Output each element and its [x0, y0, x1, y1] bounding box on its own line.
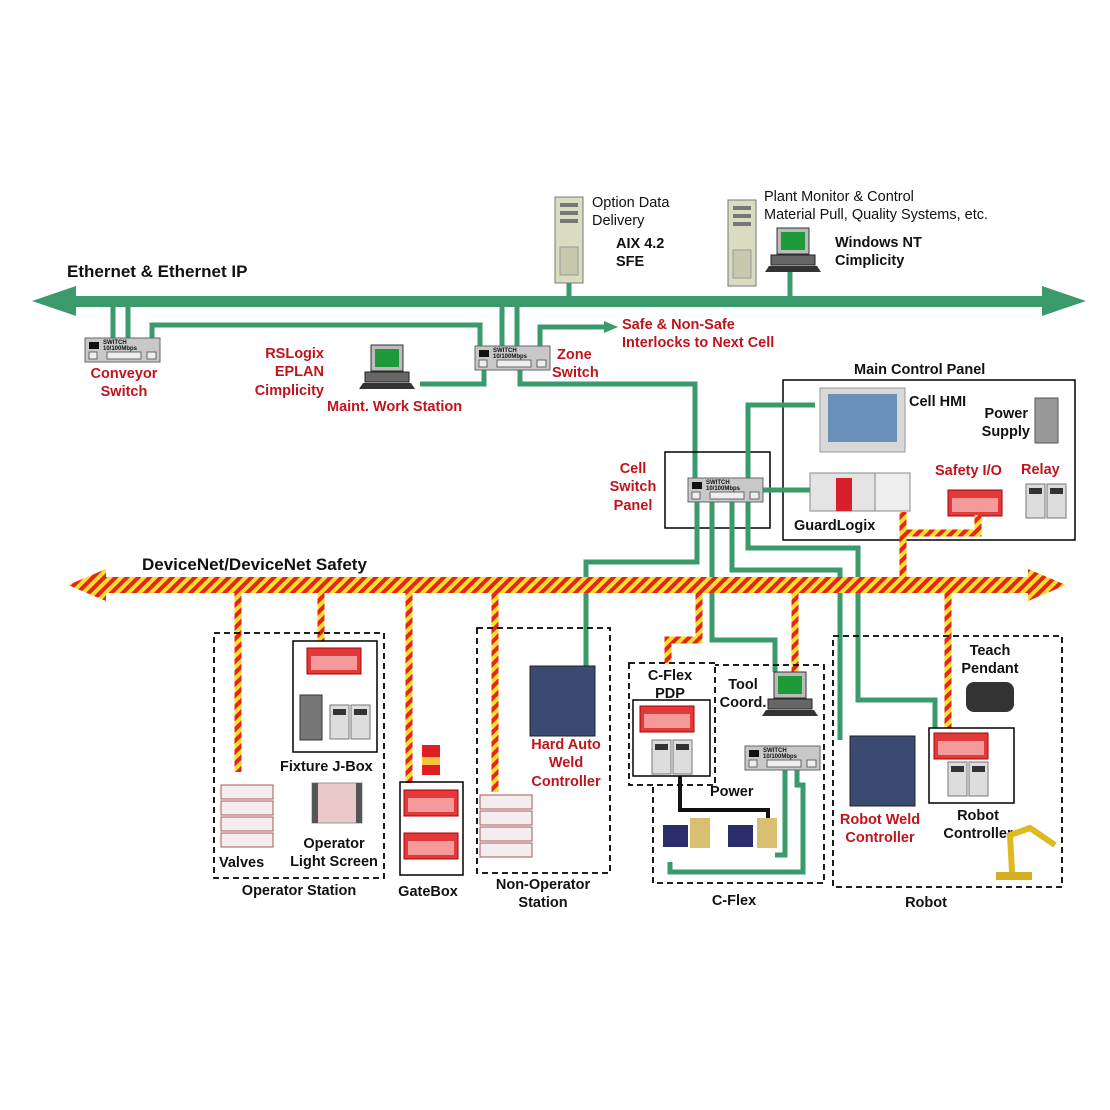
- option-data-line1: Option Data: [592, 195, 670, 211]
- aix-line1: AIX 4.2: [616, 236, 664, 252]
- relay-icon: [1025, 483, 1067, 519]
- windows-line2: Cimplicity: [835, 253, 904, 269]
- light-screen-icon: [311, 782, 363, 824]
- eplan-label: EPLAN: [275, 364, 324, 380]
- main-control-panel: [782, 379, 1076, 541]
- io-module-icon: [947, 489, 1003, 517]
- desktop-computer-icon: [764, 227, 822, 273]
- fixture-jbox: [292, 640, 378, 753]
- non-operator-label-2: Station: [518, 895, 567, 911]
- cell-hmi-label: Cell HMI: [909, 394, 966, 410]
- option-data-line2: Delivery: [592, 213, 645, 229]
- cimplicity-label: Cimplicity: [255, 383, 324, 399]
- zone-label-1: Zone: [557, 347, 592, 363]
- non-operator-station-box: [476, 627, 611, 874]
- valves-label: Valves: [219, 855, 264, 871]
- io-module-icon: [403, 832, 459, 860]
- conveyor-label-1: Conveyor: [91, 366, 158, 382]
- cell-switch-text-2: 10/100Mbps: [706, 486, 741, 492]
- plant-monitor-line2: Material Pull, Quality Systems, etc.: [764, 207, 988, 223]
- ethernet-bus: [32, 286, 1086, 316]
- interlocks-label-2: Interlocks to Next Cell: [622, 335, 774, 351]
- rslogix-label: RSLogix: [265, 346, 324, 362]
- cflex-box: [652, 664, 825, 884]
- ethernet-title: Ethernet & Ethernet IP: [67, 262, 247, 281]
- relay-label: Relay: [1021, 462, 1060, 478]
- conveyor-switch-text-2: 10/100Mbps: [103, 346, 138, 352]
- cell-switch-label-3: Panel: [614, 498, 653, 514]
- plant-monitor-line1: Plant Monitor & Control: [764, 189, 914, 205]
- teach-pendant-icon: [966, 682, 1014, 712]
- weld-cabinet-icon: [529, 665, 596, 737]
- conveyor-switch-text-1: SWITCH: [103, 340, 127, 346]
- server-tower-icon: [727, 199, 757, 287]
- io-module-icon: [306, 647, 362, 675]
- weld-cabinet-icon: [849, 735, 916, 807]
- operator-station-label: Operator Station: [242, 883, 356, 899]
- teach-label-2: Pendant: [961, 661, 1018, 677]
- power-supply-label-1: Power: [984, 406, 1028, 422]
- zone-label-2: Switch: [552, 365, 599, 381]
- cell-switch-label-1: Cell: [620, 461, 647, 477]
- cflex-switch-text-2: 10/100Mbps: [763, 754, 798, 760]
- robot-weld-label-2: Controller: [845, 830, 915, 846]
- tool-coord-computer-icon: [761, 671, 819, 717]
- power-supply-icon: [299, 694, 323, 741]
- hard-auto-label-2: Weld: [549, 755, 583, 771]
- aix-line2: SFE: [616, 254, 645, 270]
- maint-station-label: Maint. Work Station: [327, 399, 462, 415]
- robot-arm-icon: [996, 824, 1057, 880]
- interlocks-label-1: Safe & Non-Safe: [622, 317, 735, 333]
- robot-label: Robot: [905, 895, 947, 911]
- valve-manifold-icon: [479, 794, 533, 858]
- tool-coord-label-1: Tool: [728, 677, 758, 693]
- cell-switch-text-1: SWITCH: [706, 480, 730, 486]
- robot-controller-label-2: Controller: [943, 826, 1013, 842]
- valve-manifold-icon: [220, 784, 274, 848]
- robot-controller-label-1: Robot: [957, 808, 999, 824]
- hard-auto-label-1: Hard Auto: [531, 737, 601, 753]
- server-tower-icon: [554, 196, 584, 284]
- maint-workstation-computer-icon: [358, 344, 416, 390]
- robot-weld-label-1: Robot Weld: [840, 812, 920, 828]
- devicenet-title: DeviceNet/DeviceNet Safety: [142, 555, 367, 574]
- windows-line1: Windows NT: [835, 235, 922, 251]
- non-operator-label-1: Non-Operator: [496, 877, 591, 893]
- safety-io-label: Safety I/O: [935, 463, 1002, 479]
- stack-light-icon: [422, 745, 440, 775]
- conveyor-label-2: Switch: [101, 384, 148, 400]
- power-supply-label-2: Supply: [982, 424, 1030, 440]
- cflex-pdp-label-2: PDP: [655, 686, 685, 702]
- tool-coord-label-2: Coord.: [720, 695, 767, 711]
- fixture-label: Fixture J-Box: [280, 759, 373, 775]
- operator-station-box: [213, 632, 385, 879]
- guardlogix-label: GuardLogix: [794, 518, 875, 534]
- cflex-switch-text-1: SWITCH: [763, 748, 787, 754]
- relay-icon: [329, 704, 371, 740]
- devicenet-bus: [68, 569, 1066, 601]
- light-screen-label-1: Operator: [303, 836, 365, 852]
- hard-auto-label-3: Controller: [531, 774, 601, 790]
- servo-motor-icon: [663, 818, 777, 848]
- power-supply-icon: [1034, 397, 1059, 444]
- main-panel-title: Main Control Panel: [854, 362, 985, 378]
- cell-switch-label-2: Switch: [610, 479, 657, 495]
- gatebox: [399, 781, 464, 876]
- robot-box: [832, 635, 1063, 888]
- gatebox-label: GateBox: [398, 884, 458, 900]
- zone-switch-text-1: SWITCH: [493, 348, 517, 354]
- light-screen-label-2: Light Screen: [290, 854, 378, 870]
- plc-rack-icon: [809, 472, 911, 512]
- power-label: Power: [710, 784, 754, 800]
- io-module-icon: [639, 705, 695, 733]
- io-module-icon: [933, 732, 989, 760]
- cflex-label: C-Flex: [712, 893, 756, 909]
- teach-label-1: Teach: [970, 643, 1011, 659]
- zone-switch-text-2: 10/100Mbps: [493, 354, 528, 360]
- io-module-icon: [403, 789, 459, 817]
- cflex-pdp-label-1: C-Flex: [648, 668, 692, 684]
